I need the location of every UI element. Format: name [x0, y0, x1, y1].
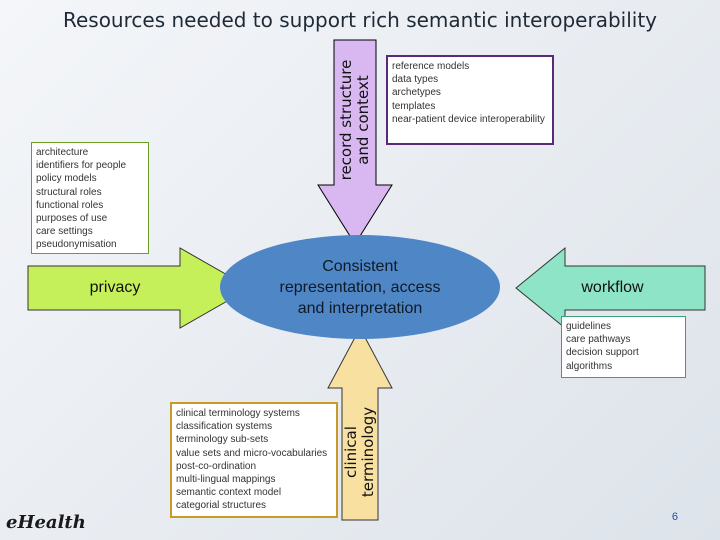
slide-title: Resources needed to support rich semanti… — [62, 8, 658, 32]
center-line3: and interpretation — [297, 300, 423, 317]
list-item: functional roles — [36, 199, 104, 211]
list-item: data types — [392, 74, 439, 86]
terminology-arrow — [327, 326, 393, 521]
terminology-label-line2: terminology — [359, 406, 377, 498]
workflow-box: guidelines care pathways decision suppor… — [561, 316, 686, 378]
list-item: identifiers for people — [36, 160, 127, 172]
workflow-label: workflow — [581, 279, 644, 296]
list-item: multi-lingual mappings — [176, 474, 276, 486]
terminology-box: clinical terminology systems classificat… — [170, 402, 338, 518]
list-item: classification systems — [176, 421, 273, 433]
list-item: categorial structures — [176, 500, 267, 512]
list-item: value sets and micro-vocabularies — [176, 447, 328, 459]
record-structure-label: record structure and context — [335, 25, 375, 215]
record-label-line2: and context — [354, 75, 372, 165]
list-item: guidelines — [566, 321, 612, 332]
ehealth-logo: eHealth — [6, 512, 86, 533]
list-item: algorithms — [566, 360, 613, 372]
center-ellipse — [220, 235, 500, 339]
list-item: care pathways — [566, 334, 631, 346]
privacy-arrow — [27, 247, 252, 329]
record-structure-box: reference models data types archetypes t… — [386, 55, 554, 145]
privacy-label: privacy — [89, 279, 141, 296]
list-item: purposes of use — [36, 213, 108, 225]
record-label-line1: record structure — [337, 59, 355, 181]
list-item: architecture — [36, 147, 89, 158]
list-item: clinical terminology systems — [176, 408, 300, 419]
list-item: semantic context model — [176, 487, 282, 499]
list-item: near-patient device interoperability — [392, 113, 545, 125]
list-item: templates — [392, 100, 436, 112]
list-item: decision support — [566, 347, 639, 359]
terminology-label: clinical terminology — [340, 392, 380, 512]
list-item: reference models — [392, 61, 470, 72]
list-item: policy models — [36, 173, 97, 185]
list-item: structural roles — [36, 186, 102, 198]
list-item: post-co-ordination — [176, 460, 257, 472]
list-item: terminology sub-sets — [176, 434, 269, 446]
list-item: care settings — [36, 226, 93, 238]
list-item: pseudonymisation — [36, 239, 117, 251]
center-text: Consistent representation, access and in… — [245, 256, 475, 319]
page-number: 6 — [671, 511, 678, 523]
terminology-label-line1: clinical — [342, 426, 360, 478]
center-line2: representation, access — [279, 279, 441, 296]
list-item: archetypes — [392, 87, 441, 99]
center-line1: Consistent — [322, 258, 398, 275]
record-structure-arrow — [317, 39, 393, 245]
privacy-box: architecture identifiers for people poli… — [31, 142, 149, 254]
